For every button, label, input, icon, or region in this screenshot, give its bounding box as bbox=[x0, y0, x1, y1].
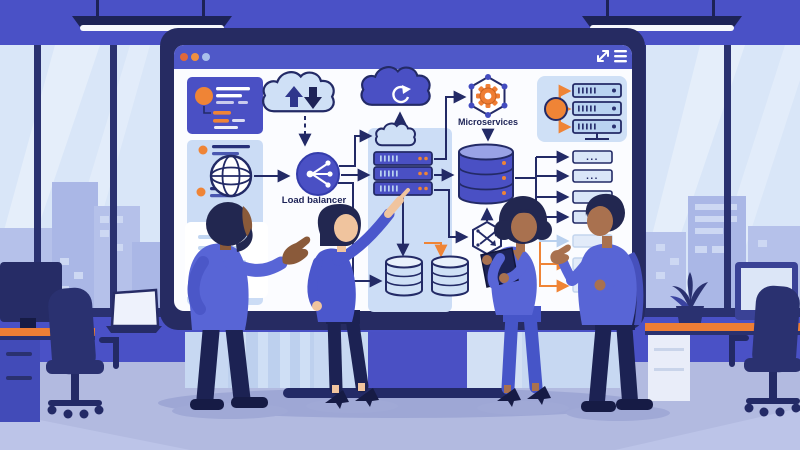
left-desk-area bbox=[0, 262, 162, 422]
people bbox=[172, 188, 670, 421]
cache-db-icon[interactable] bbox=[385, 255, 423, 297]
hair bbox=[206, 202, 250, 246]
browser-bar bbox=[174, 45, 632, 69]
database-icon[interactable] bbox=[458, 143, 514, 205]
profile-text-lines bbox=[214, 87, 250, 129]
cloud-upload-download-icon bbox=[262, 71, 335, 113]
potted-plant bbox=[670, 272, 708, 328]
top bbox=[311, 248, 356, 322]
window-dot-3[interactable] bbox=[202, 53, 210, 61]
avatar bbox=[195, 87, 213, 105]
expand-icon[interactable] bbox=[597, 50, 609, 62]
window-mullion bbox=[724, 45, 731, 310]
laptop-base bbox=[106, 326, 162, 333]
shoe bbox=[190, 399, 224, 410]
menu-icon[interactable] bbox=[614, 50, 627, 63]
laptop-screen bbox=[110, 288, 160, 328]
hair-fringe bbox=[330, 207, 359, 217]
woman-pointing-center bbox=[306, 188, 410, 413]
gear-icon bbox=[476, 84, 500, 108]
man-gesturing-right bbox=[550, 193, 670, 421]
server-stack-icon[interactable] bbox=[373, 151, 433, 196]
microservices-hexagon-icon[interactable] bbox=[468, 74, 508, 118]
monitor-back bbox=[0, 262, 62, 322]
globe-icon bbox=[209, 154, 253, 198]
hub-node bbox=[544, 97, 568, 121]
server-rack-card[interactable] bbox=[537, 76, 627, 142]
shoe bbox=[616, 399, 653, 410]
heel-shoe bbox=[527, 386, 551, 405]
heel-shoe bbox=[497, 388, 521, 407]
hand bbox=[550, 244, 571, 265]
desk-edge bbox=[0, 336, 95, 340]
heel-shoe bbox=[325, 390, 349, 409]
shoe bbox=[581, 401, 616, 412]
desk-edge bbox=[645, 331, 800, 335]
back-arm bbox=[628, 252, 644, 325]
face bbox=[334, 214, 358, 242]
window-mullion bbox=[110, 45, 117, 310]
hand bbox=[499, 273, 509, 283]
console-base bbox=[283, 388, 513, 398]
heel-shoe bbox=[355, 388, 379, 407]
microservices-label: Microservices bbox=[458, 117, 518, 127]
woman-holding-tablet bbox=[477, 196, 569, 415]
window-mullion bbox=[34, 45, 41, 310]
person-shadow bbox=[477, 401, 569, 415]
media-console bbox=[185, 332, 620, 398]
floor-highlight-left bbox=[0, 412, 190, 450]
pointing-finger bbox=[396, 188, 410, 203]
window-dot-1[interactable] bbox=[180, 53, 188, 61]
hand bbox=[594, 279, 606, 291]
profile-accent-lines bbox=[213, 111, 231, 123]
row-dots: ... bbox=[586, 171, 599, 182]
hair-fringe bbox=[509, 209, 539, 218]
face bbox=[511, 212, 537, 242]
list-bullet bbox=[196, 187, 206, 197]
rack-stand bbox=[585, 133, 609, 140]
window-sill bbox=[642, 308, 800, 317]
desk-top bbox=[0, 328, 95, 336]
person-shadow bbox=[172, 403, 288, 419]
architecture-diagram: Load balancer bbox=[209, 66, 627, 312]
sidebar-profile-card[interactable] bbox=[187, 77, 263, 134]
right-desk-area bbox=[645, 262, 800, 417]
desk-top bbox=[645, 323, 800, 331]
monitor-stand bbox=[20, 318, 36, 328]
hand bbox=[312, 301, 322, 311]
hair-quiff bbox=[585, 193, 625, 216]
beard bbox=[236, 228, 253, 252]
plant-pot bbox=[676, 306, 704, 328]
floor-highlight-right bbox=[615, 408, 800, 450]
row-dots: ... bbox=[586, 152, 599, 163]
face bbox=[242, 206, 253, 239]
person-shadow bbox=[306, 399, 398, 413]
window-dot-2[interactable] bbox=[191, 53, 199, 61]
load-balancer-label: Load balancer bbox=[282, 195, 347, 206]
v-neck bbox=[512, 250, 524, 261]
hand bbox=[482, 255, 492, 265]
face bbox=[587, 206, 613, 236]
shoe bbox=[231, 397, 268, 408]
cloud-sync-icon bbox=[360, 66, 431, 106]
hand bbox=[282, 236, 311, 265]
cache-db-icon[interactable] bbox=[431, 255, 469, 297]
list-bullet bbox=[198, 145, 208, 155]
load-balancer-icon[interactable] bbox=[296, 152, 340, 196]
console-center-panel bbox=[368, 332, 467, 388]
man-presenting-left bbox=[172, 202, 311, 419]
